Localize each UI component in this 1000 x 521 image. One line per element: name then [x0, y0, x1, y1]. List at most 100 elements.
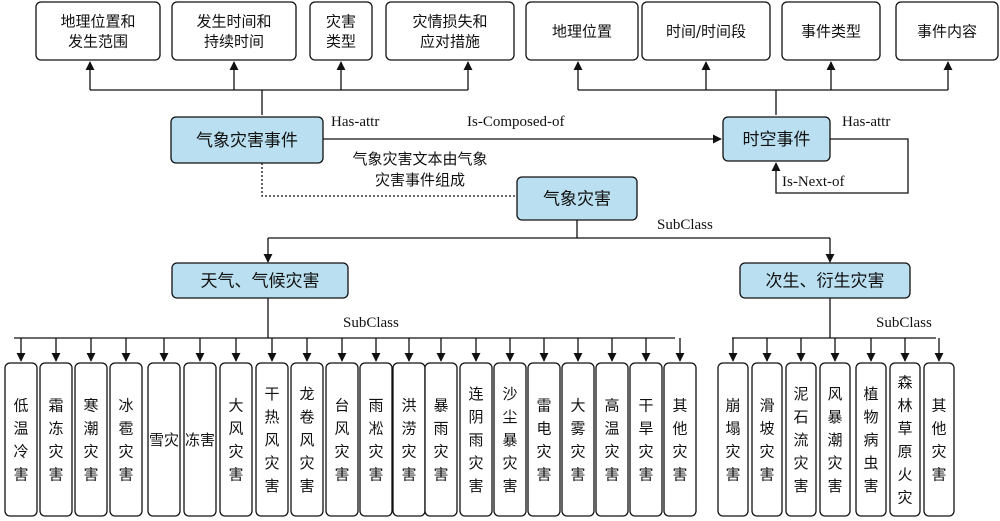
weather-leaf-5: 雪灾	[147, 362, 181, 517]
secondary-leaf-1: 崩塌灾害	[717, 362, 749, 517]
weather-climate-disaster-node-text: 天气、气候灾害	[201, 272, 320, 292]
weather-leaf-8: 干热风灾害	[255, 362, 289, 517]
weather-leaf-7-text: 大风灾害	[228, 396, 243, 483]
weather-leaf-17-text: 大雾灾害	[570, 396, 585, 483]
weather-leaf-15-text: 沙尘暴灾害	[502, 385, 517, 495]
secondary-leaf-3-text: 泥石流灾害	[793, 385, 808, 495]
weather-leaf-20-box	[663, 362, 697, 517]
secondary-derived-disaster-node-box	[739, 262, 911, 299]
weather-leaf-20-text: 其他灾害	[672, 396, 687, 483]
attribute-box-left-4-text: 灾情损失和应对措施	[412, 12, 487, 50]
weather-leaf-18-box	[595, 362, 629, 517]
connector-lines	[14, 61, 953, 362]
secondary-leaf-3-box	[785, 362, 817, 517]
attribute-box-right-3: 事件类型	[781, 1, 881, 61]
weather-leaf-10: 台风灾害	[325, 362, 359, 517]
weather-leaf-9-box	[290, 362, 324, 517]
weather-leaf-18: 高温灾害	[595, 362, 629, 517]
attribute-box-right-1-box	[525, 1, 639, 61]
attribute-box-right-2-box	[641, 1, 771, 61]
weather-leaf-9: 龙卷风灾害	[290, 362, 324, 517]
secondary-leaf-7: 其他灾害	[923, 362, 955, 517]
secondary-leaf-1-text: 崩塌灾害	[725, 396, 740, 483]
meteorological-disaster-event-node: 气象灾害事件	[170, 116, 324, 164]
meteorological-disaster-node-text: 气象灾害	[543, 190, 611, 210]
weather-leaf-19: 干旱灾害	[629, 362, 663, 517]
attribute-box-left-1-text: 地理位置和发生范围	[60, 12, 135, 50]
secondary-leaf-2-text: 滑坡灾害	[759, 396, 774, 483]
weather-leaf-19-box	[629, 362, 663, 517]
weather-leaf-17-box	[561, 362, 595, 517]
spatiotemporal-event-node-text: 时空事件	[743, 130, 811, 150]
secondary-leaf-3: 泥石流灾害	[785, 362, 817, 517]
meteorological-disaster-event-node-text: 气象灾害事件	[196, 131, 298, 151]
weather-leaf-11-text: 雨凇灾害	[368, 396, 383, 483]
meteorological-disaster-event-node-box	[170, 116, 324, 164]
weather-leaf-13: 暴雨灾害	[424, 362, 458, 517]
attribute-box-right-2-text: 时间/时间段	[666, 22, 746, 40]
attribute-box-right-1: 地理位置	[525, 1, 639, 61]
secondary-leaf-2: 滑坡灾害	[751, 362, 783, 517]
attribute-box-right-4-box	[895, 1, 999, 61]
weather-leaf-4: 冰雹灾害	[109, 362, 143, 517]
weather-leaf-1-text: 低温冷害	[13, 396, 28, 483]
weather-leaf-18-text: 高温灾害	[604, 396, 619, 483]
weather-leaf-3-box	[74, 362, 108, 517]
weather-leaf-14-box	[459, 362, 493, 517]
weather-leaf-20: 其他灾害	[663, 362, 697, 517]
attribute-box-right-2: 时间/时间段	[641, 1, 771, 61]
weather-leaf-10-text: 台风灾害	[334, 396, 349, 483]
has-attr-right-label: Has-attr	[842, 114, 890, 130]
attribute-box-left-3-text: 灾害类型	[326, 12, 356, 50]
secondary-leaf-6: 森林草原火灾	[889, 362, 921, 517]
attribute-box-left-4-box	[385, 1, 515, 61]
weather-leaf-15-box	[493, 362, 527, 517]
attribute-box-left-1-box	[35, 1, 161, 61]
attribute-box-right-1-text: 地理位置	[552, 22, 612, 40]
secondary-leaf-2-box	[751, 362, 783, 517]
weather-leaf-11: 雨凇灾害	[359, 362, 393, 517]
weather-leaf-2-text: 霜冻灾害	[48, 396, 63, 483]
is-composed-of-label: Is-Composed-of	[467, 114, 565, 130]
weather-leaf-16-box	[527, 362, 561, 517]
weather-leaf-12-box	[392, 362, 426, 517]
secondary-leaf-4: 风暴潮灾害	[819, 362, 851, 517]
weather-leaf-14: 连阴雨灾害	[459, 362, 493, 517]
secondary-leaf-5: 植物病虫害	[855, 362, 887, 517]
weather-leaf-7-box	[219, 362, 253, 517]
subclass-left-label: SubClass	[343, 315, 399, 331]
weather-leaf-8-text: 干热风灾害	[264, 385, 279, 495]
spatiotemporal-event-node: 时空事件	[722, 116, 831, 162]
weather-leaf-6: 冻害	[183, 362, 217, 517]
spatiotemporal-event-node-box	[722, 116, 831, 162]
attribute-box-left-1: 地理位置和发生范围	[35, 1, 161, 61]
secondary-leaf-4-text: 风暴潮灾害	[827, 385, 842, 495]
attribute-box-left-2: 发生时间和持续时间	[171, 1, 297, 61]
secondary-leaf-7-text: 其他灾害	[931, 396, 946, 483]
is-next-of-label: Is-Next-of	[782, 174, 844, 190]
weather-leaf-2-box	[39, 362, 73, 517]
secondary-leaf-6-text: 森林草原火灾	[897, 373, 912, 506]
composition-note-label: 气象灾害文本由气象灾害事件组成	[352, 150, 487, 189]
weather-leaf-4-text: 冰雹灾害	[118, 396, 133, 483]
weather-climate-disaster-node: 天气、气候灾害	[171, 262, 349, 299]
secondary-leaf-1-box	[717, 362, 749, 517]
weather-leaf-17: 大雾灾害	[561, 362, 595, 517]
weather-leaf-8-box	[255, 362, 289, 517]
weather-leaf-7: 大风灾害	[219, 362, 253, 517]
weather-leaf-10-box	[325, 362, 359, 517]
weather-leaf-12: 洪涝灾害	[392, 362, 426, 517]
secondary-leaf-5-text: 植物病虫害	[863, 385, 878, 495]
weather-leaf-6-text: 冻害	[185, 431, 215, 449]
weather-leaf-3: 寒潮灾害	[74, 362, 108, 517]
attribute-box-left-3-box	[309, 1, 373, 61]
weather-leaf-19-text: 干旱灾害	[638, 396, 653, 483]
secondary-leaf-6-box	[889, 362, 921, 517]
secondary-derived-disaster-node: 次生、衍生灾害	[739, 262, 911, 299]
attribute-box-right-4-text: 事件内容	[917, 22, 977, 40]
diagram-nodes: 地理位置和发生范围 发生时间和持续时间 灾害类型 灾情损失和应对措施 地理位置 时间/时间…	[4, 1, 999, 517]
attribute-box-left-2-text: 发生时间和持续时间	[196, 12, 271, 50]
secondary-derived-disaster-node-text: 次生、衍生灾害	[766, 272, 885, 292]
